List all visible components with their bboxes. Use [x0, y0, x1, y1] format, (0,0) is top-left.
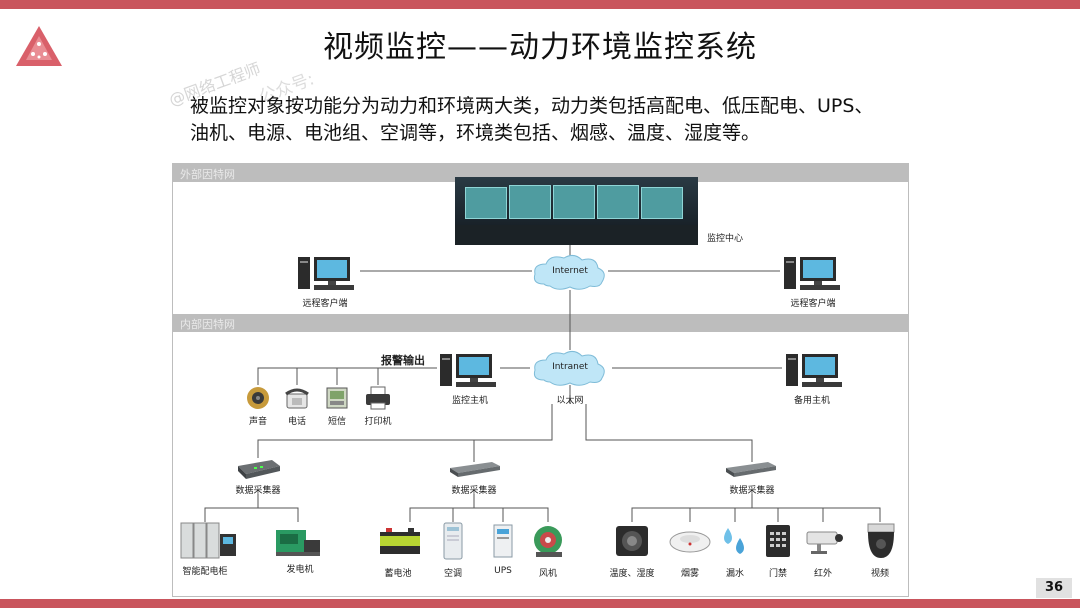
temperature-humidity-sensor-icon	[616, 526, 648, 556]
bottom-accent-bar	[0, 599, 1080, 608]
page-number: 36	[1036, 578, 1072, 598]
intranet-cloud-icon	[533, 350, 605, 386]
speaker-icon	[247, 387, 269, 409]
collector-right-label: 数据采集器	[729, 486, 775, 496]
band-outer-internet: 外部因特网	[172, 164, 909, 182]
intranet-label: Intranet	[552, 362, 588, 372]
generator-icon	[276, 530, 320, 556]
internet-label: Internet	[552, 266, 588, 276]
band-inner-internet: 内部因特网	[172, 314, 909, 332]
data-collector-left-icon	[238, 460, 280, 479]
smoke-detector-icon	[669, 531, 711, 553]
remote-client-right-label: 远程客户端	[790, 299, 836, 309]
device-distribution-cabinet-label: 智能配电柜	[182, 567, 228, 577]
logo-icon	[16, 26, 62, 66]
alarm-printer-label: 打印机	[364, 417, 392, 427]
alarm-sound-label: 声音	[248, 417, 268, 427]
remote-client-left-computer-icon	[298, 257, 354, 290]
collector-mid-label: 数据采集器	[451, 486, 497, 496]
device-generator-label: 发电机	[286, 565, 314, 575]
device-temp-humidity-label: 温度、湿度	[609, 569, 655, 579]
remote-client-left-label: 远程客户端	[302, 299, 348, 309]
water-leak-sensor-icon	[724, 528, 744, 554]
remote-client-right-computer-icon	[784, 257, 840, 290]
description-line-2: 油机、电源、电池组、空调等，环境类包括、烟感、温度、湿度等。	[190, 122, 761, 144]
data-collector-right-icon	[726, 462, 776, 477]
description-line-1: 被监控对象按功能分为动力和环境两大类，动力类包括高配电、低压配电、UPS、	[190, 95, 874, 117]
battery-icon	[380, 528, 420, 554]
alarm-sms-label: 短信	[327, 417, 347, 427]
smart-distribution-cabinet-icon	[180, 522, 236, 559]
collector-left-label: 数据采集器	[235, 486, 281, 496]
ups-icon	[493, 524, 513, 558]
data-collector-mid-icon	[450, 462, 500, 477]
infrared-camera-icon	[806, 531, 843, 554]
band-inner-label: 内部因特网	[180, 318, 235, 331]
device-ups-label: UPS	[494, 566, 512, 576]
monitor-host-computer-icon	[440, 354, 496, 387]
device-access-control-label: 门禁	[768, 569, 788, 579]
monitor-center-image	[455, 177, 698, 245]
dome-camera-icon	[867, 523, 895, 558]
monitor-center-label: 监控中心	[707, 234, 744, 244]
internet-cloud-icon	[533, 254, 605, 290]
device-water-leak-label: 漏水	[725, 569, 745, 579]
device-battery-label: 蓄电池	[384, 569, 412, 579]
sms-terminal-icon	[326, 387, 348, 409]
backup-host-label: 备用主机	[793, 396, 831, 406]
telephone-icon	[285, 388, 309, 409]
top-accent-bar	[0, 0, 1080, 9]
alarm-output-label: 报警输出	[381, 354, 425, 367]
fan-icon	[534, 526, 562, 557]
backup-host-computer-icon	[786, 354, 842, 387]
system-diagram	[172, 163, 909, 597]
device-aircon-label: 空调	[443, 569, 463, 579]
air-conditioner-icon	[443, 522, 463, 560]
device-infrared-label: 红外	[813, 569, 833, 579]
slide-title: 视频监控——动力环境监控系统	[323, 30, 757, 65]
alarm-phone-label: 电话	[287, 417, 307, 427]
ethernet-label: 以太网	[556, 396, 584, 406]
printer-icon	[366, 386, 390, 410]
band-outer-label: 外部因特网	[180, 168, 235, 181]
device-video-label: 视频	[870, 569, 890, 579]
monitor-host-label: 监控主机	[451, 396, 489, 406]
device-smoke-label: 烟雾	[680, 569, 700, 579]
slide-description: 被监控对象按功能分为动力和环境两大类，动力类包括高配电、低压配电、UPS、 油机…	[190, 93, 930, 147]
access-control-icon	[766, 525, 790, 557]
device-fan-label: 风机	[538, 569, 558, 579]
